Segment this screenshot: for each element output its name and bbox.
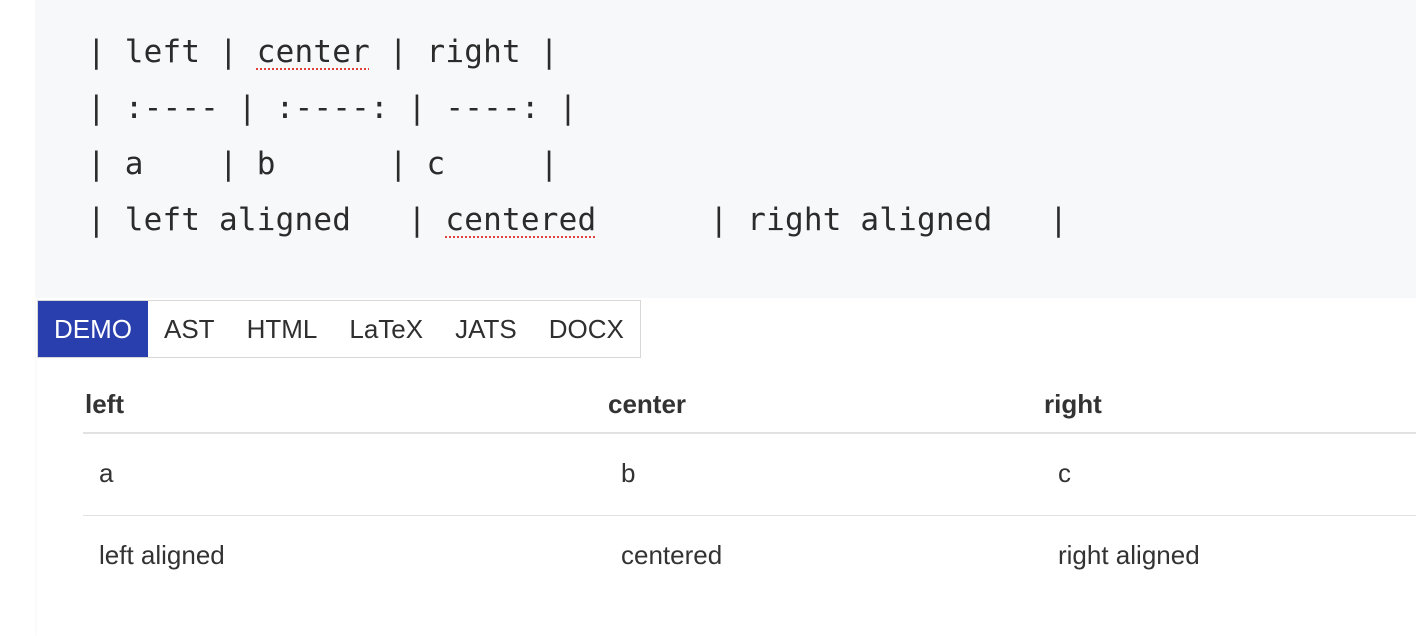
misspelled-word: centered [445, 202, 597, 238]
source-line: | :---- | :----: | ----: | [87, 90, 577, 126]
table-cell: a [99, 458, 114, 488]
table-cell: left aligned [99, 540, 225, 570]
column-header-center: center [608, 389, 687, 419]
demo-page: | left | center | right | | :---- | :---… [35, 0, 1416, 636]
output-format-tabs: DEMO AST HTML LaTeX JATS DOCX [37, 300, 641, 358]
misspelled-word: center [256, 34, 370, 70]
markdown-source-editor[interactable]: | left | center | right | | :---- | :---… [35, 0, 1416, 298]
source-line-text: | left aligned | [87, 202, 446, 238]
source-line-text: | right aligned | [596, 202, 1068, 238]
left-gutter [0, 0, 35, 636]
table-header-row: left center right [83, 376, 1416, 434]
table-cell: right aligned [1058, 540, 1200, 570]
source-line: | left | center | right | [87, 34, 559, 70]
column-header-left: left [85, 389, 124, 419]
table-row: left aligned centered right aligned [83, 516, 1416, 597]
source-line-text: | :---- | :----: | ----: | [87, 90, 578, 126]
source-line: | left aligned | centered | right aligne… [87, 202, 1068, 238]
tab-ast[interactable]: AST [164, 314, 215, 344]
tab-jats[interactable]: JATS [455, 314, 517, 344]
tab-html[interactable]: HTML [246, 314, 318, 344]
source-line-text: | right | [369, 34, 559, 70]
source-line: | a | b | c | [87, 146, 559, 182]
tab-latex[interactable]: LaTeX [349, 314, 424, 344]
table-cell: c [1058, 458, 1071, 488]
source-line-text: | left | [87, 34, 257, 70]
table-row: a b c [83, 434, 1416, 516]
table-cell: centered [621, 540, 723, 570]
table-cell: b [621, 458, 636, 488]
tab-demo[interactable]: DEMO [38, 301, 148, 357]
column-header-right: right [1044, 389, 1102, 419]
rendered-table: left center right a b c left aligned cen… [83, 376, 1416, 597]
source-line-text: | a | b | c | [87, 146, 559, 182]
tab-docx[interactable]: DOCX [548, 314, 624, 344]
